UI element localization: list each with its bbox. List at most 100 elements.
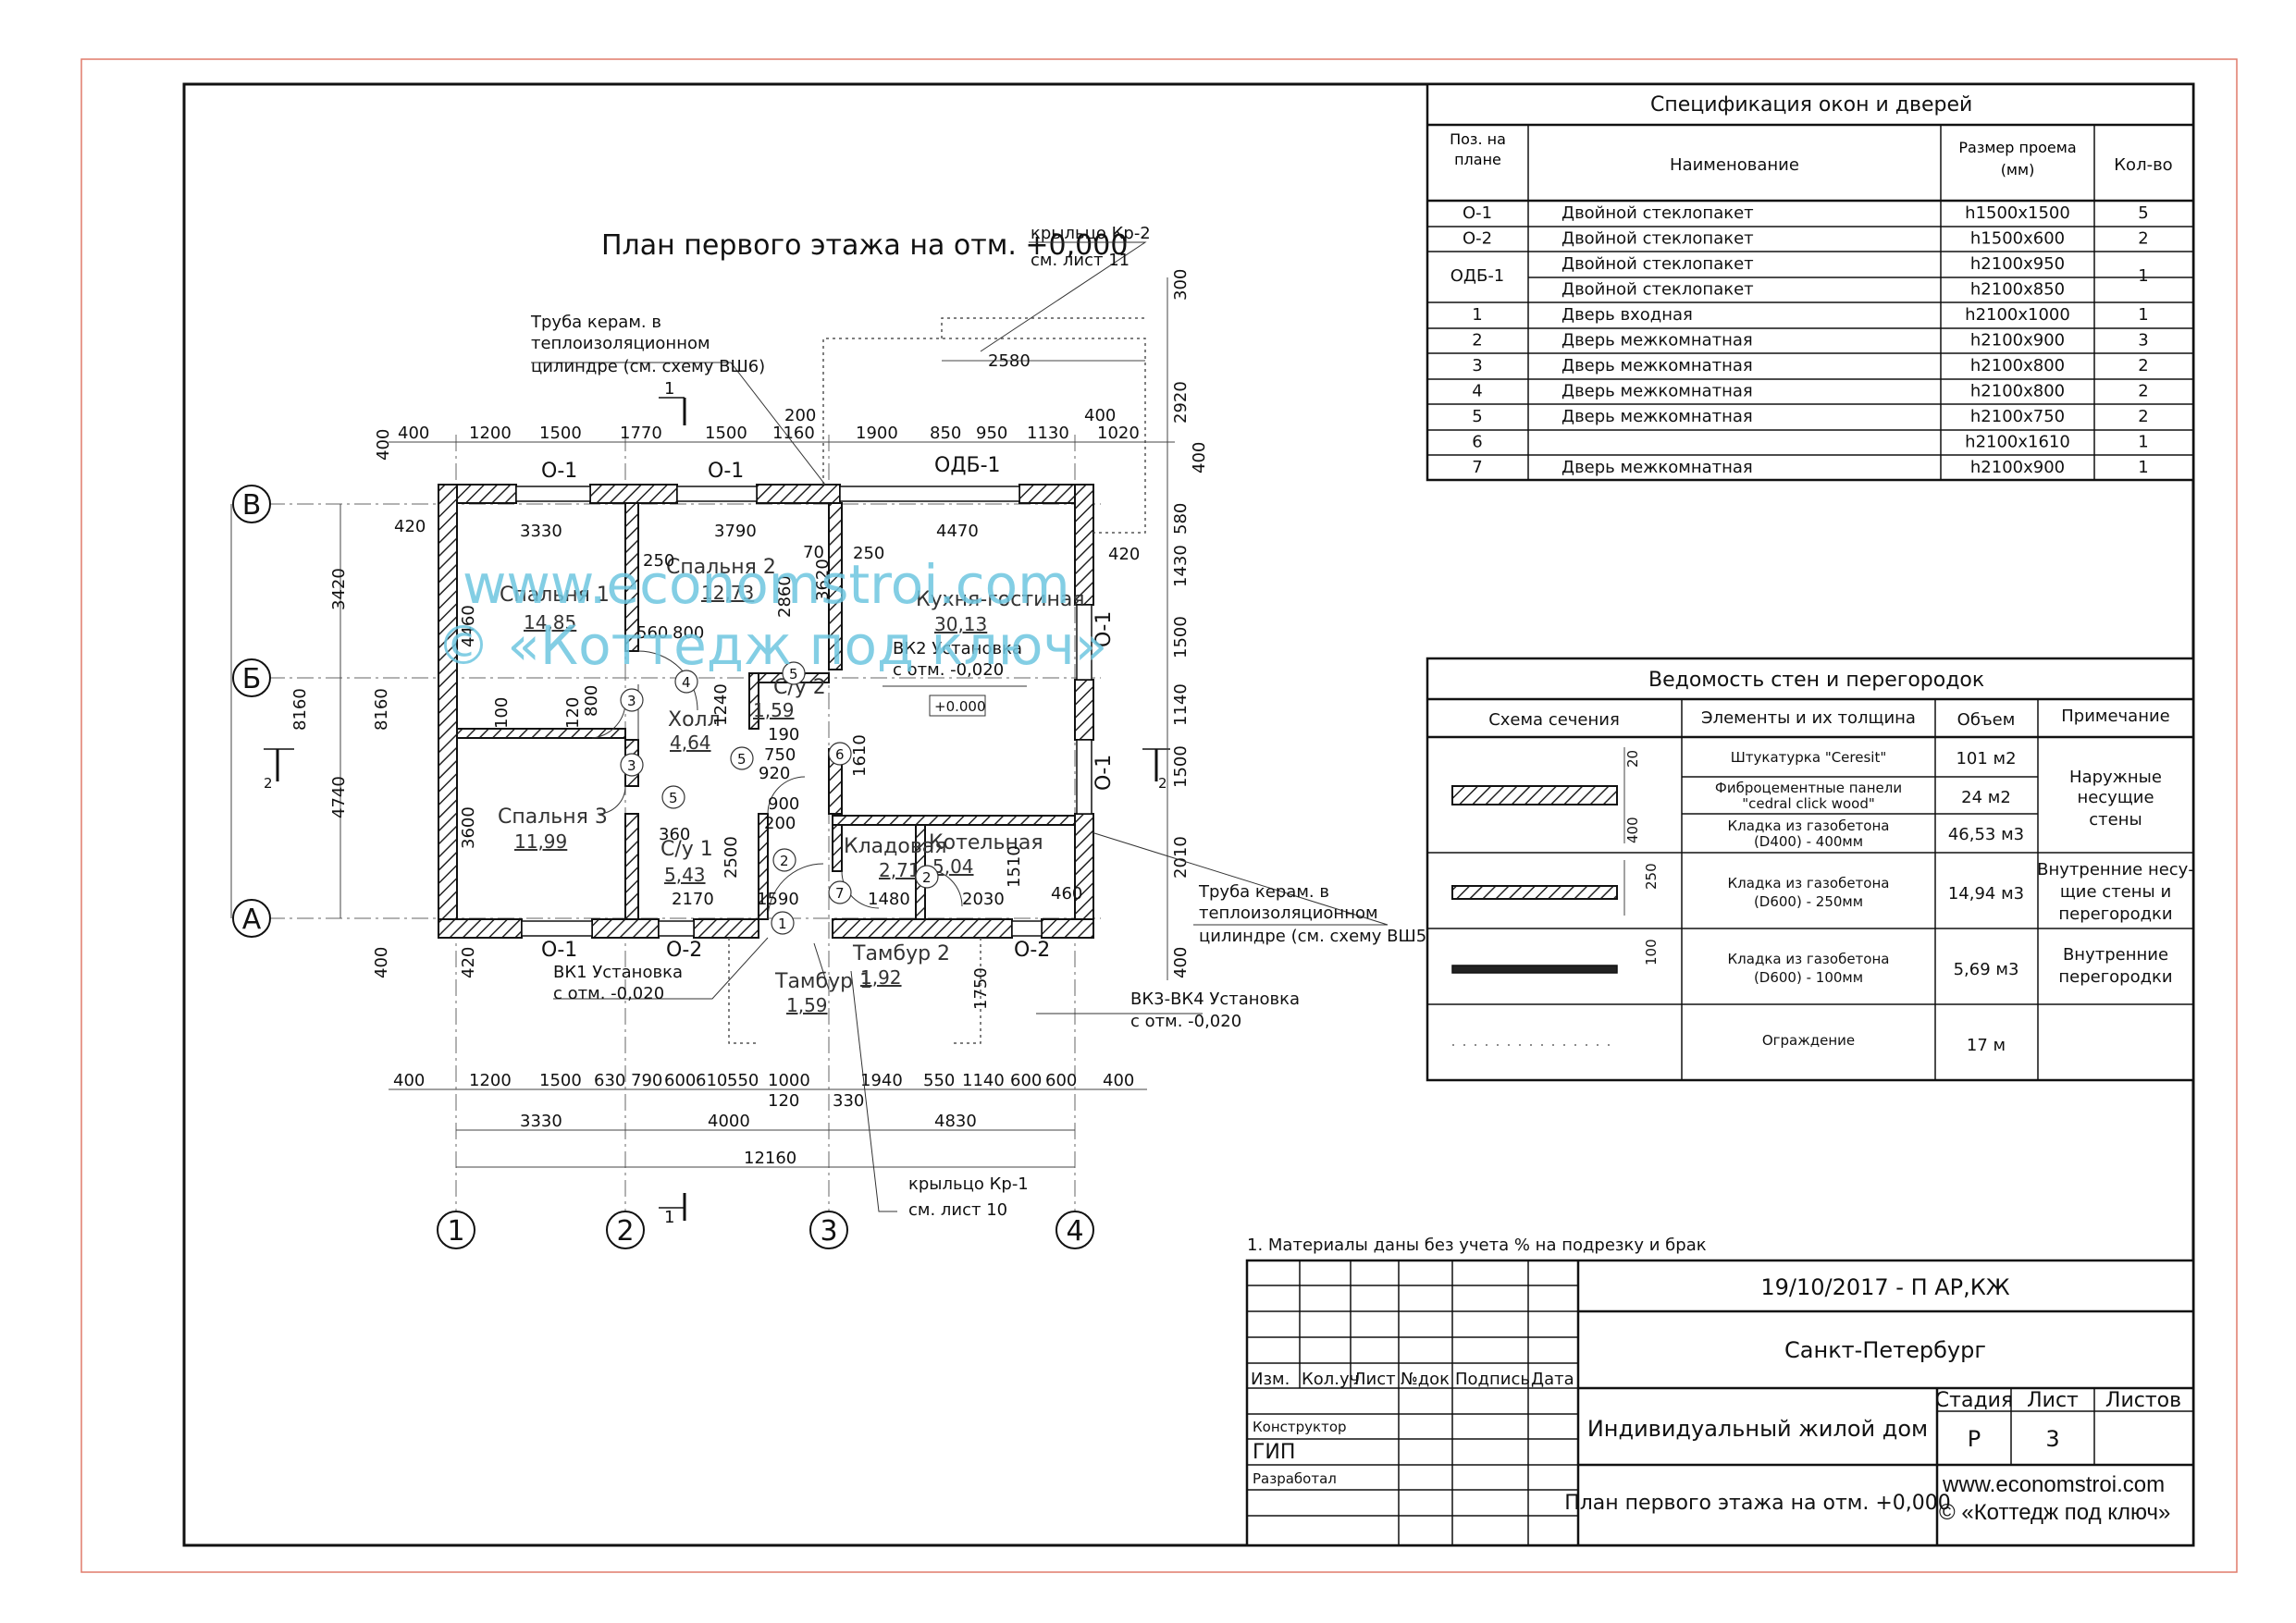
stamp-object: Индивидуальный жилой дом	[1587, 1416, 1928, 1442]
window-label: О-2	[1014, 939, 1050, 962]
spec-size: h2100x1000	[1965, 305, 2070, 325]
door-marks	[620, 661, 939, 935]
dim-text: 300	[1171, 269, 1191, 301]
section-label: 1	[664, 379, 674, 399]
spec-pos: ОДБ-1	[1450, 266, 1505, 286]
dim-text: 1140	[1171, 683, 1191, 726]
walls-spec-table: Ведомость стен и перегородок Схема сечен…	[1426, 657, 2195, 1082]
dim-text: 850	[930, 424, 961, 443]
stamp-city: Санкт-Петербург	[1784, 1337, 1986, 1363]
dim-text: 1590	[757, 890, 799, 909]
spec-pos: 2	[1472, 331, 1482, 350]
spec-pos: О-1	[1463, 203, 1492, 223]
window-label: О-1	[541, 939, 577, 962]
dims-top: 400 1200 1500 1770 1500 1160 1900 850 95…	[398, 351, 1140, 443]
spec-size: h2100x800	[1970, 382, 2065, 401]
spec-size: h2100x800	[1970, 356, 2065, 375]
window-label: О-2	[666, 939, 702, 962]
spec-pos: 5	[1472, 407, 1482, 426]
spec-size: h2100x750	[1970, 407, 2065, 426]
dim-text: 420	[459, 947, 478, 978]
dim-text: 1020	[1097, 424, 1140, 443]
col-header: Наименование	[1670, 155, 1799, 175]
dim-text: 400	[393, 1071, 425, 1090]
wall-note: щие стены и	[2060, 882, 2171, 902]
dim-text: 360	[659, 825, 690, 844]
dim-text: 400	[1084, 406, 1116, 425]
axis-markers	[232, 485, 1094, 1249]
window-label: ОДБ-1	[934, 454, 1001, 477]
spec-name: Дверь межкомнатная	[1562, 331, 1753, 350]
window-o1	[521, 920, 593, 937]
wall-volume: 24 м2	[1961, 788, 2011, 807]
room-name: Тамбур 2	[852, 942, 950, 965]
dim-text: 1500	[1171, 745, 1191, 788]
stamp-stage-head: Стадия	[1935, 1389, 2013, 1412]
dim-text: 1140	[962, 1071, 1005, 1090]
dim-text: 3420	[329, 568, 349, 610]
spec-pos: 1	[1472, 305, 1482, 325]
col-header: Объем	[1957, 710, 2016, 730]
section-label: 1	[664, 1208, 674, 1227]
dim-text: 630	[594, 1071, 625, 1090]
annotation-text: крыльцо Кр-2	[1031, 224, 1151, 243]
spec-size: h2100x850	[1970, 280, 2065, 300]
windows-spec-title: Спецификация окон и дверей	[1650, 93, 1972, 117]
dim-text: 1430	[1171, 545, 1191, 587]
elevation-mark-text: +0.000	[934, 698, 986, 715]
dim-text: 1200	[469, 1071, 512, 1090]
annotation-text: цилиндре (см. схему ВШ6)	[531, 357, 765, 376]
dim-text: 250	[853, 544, 884, 563]
dim-text: 400	[1190, 442, 1209, 473]
stamp-sheet-head: Лист	[2027, 1389, 2079, 1412]
dim-text: 3620	[813, 559, 833, 601]
dim-text: 1500	[539, 424, 582, 443]
window-label: О-1	[541, 460, 577, 483]
stamp-col-head: Подпись	[1455, 1370, 1530, 1389]
door-mark: 2	[922, 869, 932, 886]
elevation-mark	[929, 695, 986, 717]
dim-text: 400	[1171, 947, 1191, 978]
spec-name: Дверь межкомнатная	[1562, 382, 1753, 401]
exterior-walls	[438, 484, 1094, 939]
col-header: Кол-во	[2114, 155, 2172, 175]
spec-pos: 6	[1472, 433, 1482, 452]
dim-text: 4000	[708, 1112, 750, 1131]
dim-text: 2860	[775, 575, 795, 618]
dims-left: 400 420 3420 4740 8160 8160 420 400	[290, 429, 478, 978]
room-area: 11,99	[514, 830, 567, 853]
dim-text: 100	[1643, 939, 1660, 965]
dim-text: 2500	[722, 836, 741, 879]
dim-text: 1750	[971, 967, 991, 1010]
wall-element: Кладка из газобетона	[1728, 818, 1890, 834]
floor-plan: План первого этажа на отм. +0,000	[230, 224, 1433, 1249]
annotation-text: см. лист 11	[1031, 251, 1129, 270]
dim-text: 2010	[1171, 836, 1191, 879]
stamp-role: Конструктор	[1253, 1419, 1347, 1435]
room-area: 5,04	[932, 855, 974, 878]
spec-qty: 3	[2138, 331, 2148, 350]
door-mark: 3	[627, 757, 636, 774]
dim-text: 8160	[290, 688, 310, 731]
spec-qty: 5	[2138, 203, 2148, 223]
wall-note: несущие	[2077, 788, 2154, 807]
spec-size: h2100x900	[1970, 331, 2065, 350]
annotation-text: см. лист 10	[908, 1200, 1007, 1220]
axis-col-label: 3	[820, 1215, 837, 1248]
dim-text: 1500	[705, 424, 747, 443]
wall-element: Кладка из газобетона	[1728, 875, 1890, 891]
spec-qty: 2	[2138, 407, 2148, 426]
dim-text: 120	[563, 697, 583, 729]
dim-text: 400	[1624, 817, 1641, 843]
room-area: 1,59	[753, 699, 795, 721]
dim-text: 400	[1103, 1071, 1134, 1090]
annotation-text: ВК3-ВК4 Установка	[1130, 990, 1300, 1009]
wall-element: Кладка из газобетона	[1728, 951, 1890, 967]
wall-volume: 101 м2	[1956, 749, 2016, 768]
dim-text: 4830	[934, 1112, 977, 1131]
room-name: Тамбур 1	[774, 970, 872, 993]
door-mark: 6	[835, 746, 845, 763]
wall-element: "cedral click wood"	[1742, 795, 1875, 812]
wall-section-400	[1451, 785, 1618, 805]
